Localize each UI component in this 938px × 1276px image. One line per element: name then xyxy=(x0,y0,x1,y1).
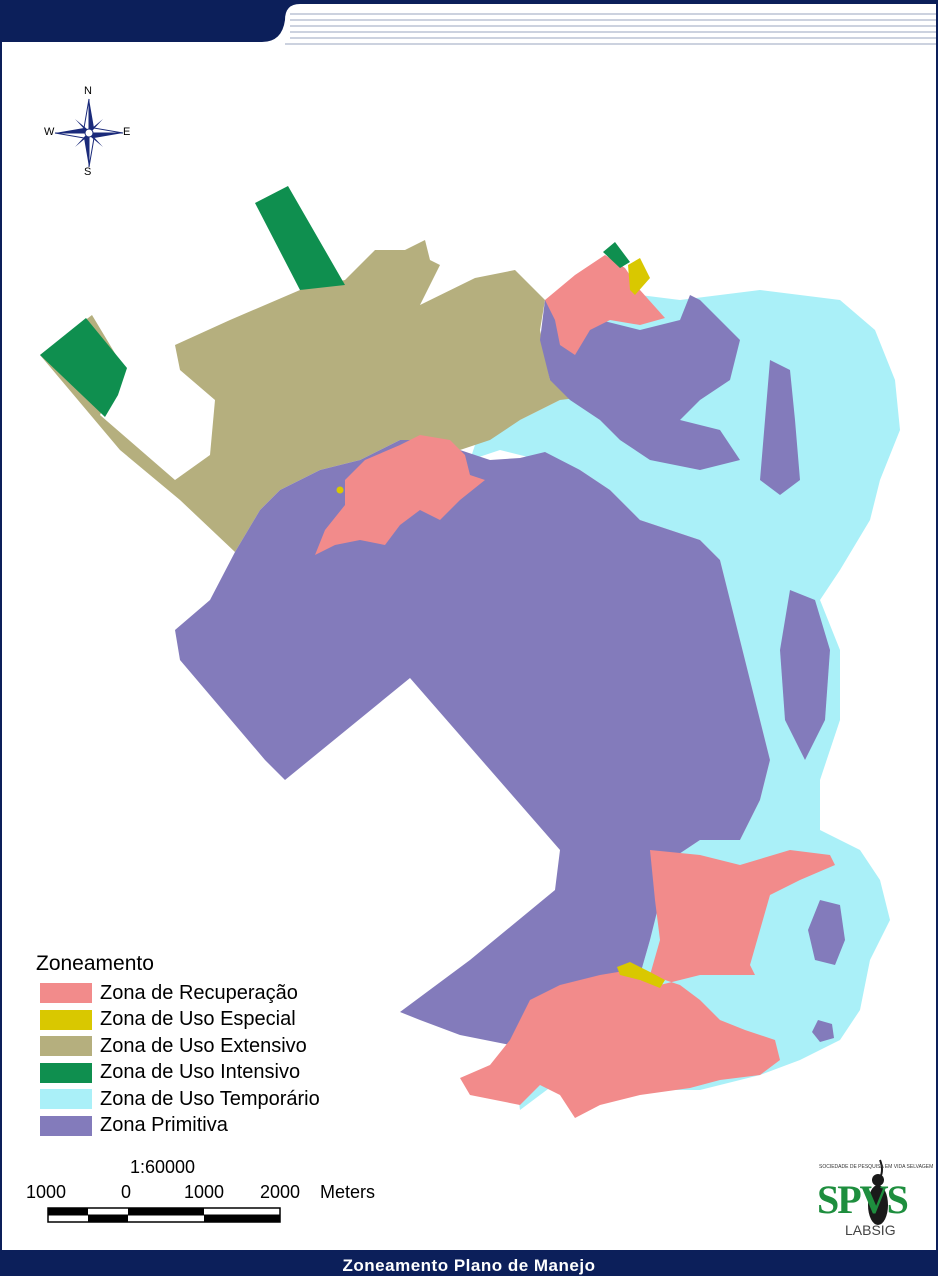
scale-tick-label: 0 xyxy=(121,1182,132,1202)
legend-label: Zona de Uso Extensivo xyxy=(100,1034,307,1057)
scale-ratio: 1:60000 xyxy=(130,1157,196,1177)
compass-west-label: W xyxy=(44,126,55,138)
zone-primitiva-islet-4 xyxy=(812,1020,834,1042)
north-arrow-icon xyxy=(54,98,124,168)
header-bar xyxy=(0,0,938,42)
zone-uso-intensivo-n xyxy=(255,186,345,290)
zone-primitiva-islet-3 xyxy=(808,900,845,965)
zone-recuperacao-west xyxy=(315,435,485,555)
logo-organization-text: SOCIEDADE DE PESQUISA EM VIDA SELVAGEM xyxy=(819,1164,934,1170)
scale-tick-label: 1000 xyxy=(26,1182,67,1202)
compass-south-label: S xyxy=(84,166,92,178)
scale-tick-label: 1000 xyxy=(184,1182,225,1202)
header-stripes xyxy=(285,13,938,45)
spvs-logo: SOCIEDADE DE PESQUISA EM VIDA SELVAGEM S… xyxy=(815,1150,935,1242)
scale-unit-label: Meters xyxy=(320,1182,376,1202)
legend-label: Zona de Uso Temporário xyxy=(100,1087,320,1110)
logo-acronym: SPVS xyxy=(817,1177,909,1222)
zone-uso-especial-point xyxy=(336,486,344,494)
legend-label: Zona de Uso Especial xyxy=(100,1008,296,1031)
zone-uso-especial-ne xyxy=(628,258,650,295)
zone-recuperacao-south xyxy=(460,850,835,1118)
zone-uso-intensivo-nw xyxy=(40,318,127,417)
logo-lab-name: LABSIG xyxy=(845,1222,896,1238)
legend-swatch-primitiva xyxy=(40,1115,92,1136)
legend-swatch-uso-extensivo xyxy=(40,1036,92,1057)
zone-uso-extensivo xyxy=(40,240,600,552)
legend-item: Zona de Uso Extensivo xyxy=(36,1033,320,1060)
zone-uso-intensivo-ne xyxy=(603,242,630,268)
legend-item: Zona de Uso Temporário xyxy=(36,1086,320,1113)
legend-swatch-uso-intensivo xyxy=(40,1062,92,1083)
legend-label: Zona Primitiva xyxy=(100,1114,228,1137)
compass-east-label: E xyxy=(123,126,131,138)
zone-uso-especial-south xyxy=(617,962,665,988)
legend-swatch-recuperacao xyxy=(40,983,92,1004)
legend-item: Zona de Recuperação xyxy=(36,980,320,1007)
legend-item: Zona Primitiva xyxy=(36,1113,320,1140)
map-title: Zoneamento Plano de Manejo xyxy=(342,1256,596,1275)
legend: Zoneamento Zona de Recuperação Zona de U… xyxy=(36,952,320,1139)
zone-recuperacao-north xyxy=(545,255,665,355)
scale-tick-label: 2000 xyxy=(260,1182,301,1202)
legend-title: Zoneamento xyxy=(36,952,154,975)
lemur-logo-icon xyxy=(868,1159,888,1225)
zone-uso-temporario xyxy=(470,290,900,1110)
zone-primitiva xyxy=(175,440,770,1060)
zone-primitiva-ne xyxy=(540,295,740,470)
legend-swatch-uso-temporario xyxy=(40,1089,92,1110)
zone-primitiva-islet-1 xyxy=(760,360,800,495)
legend-label: Zona de Uso Intensivo xyxy=(100,1061,301,1084)
zone-primitiva-islet-2 xyxy=(780,590,830,760)
legend-item: Zona de Uso Especial xyxy=(36,1007,320,1034)
compass-north-label: N xyxy=(84,85,92,97)
legend-label: Zona de Recuperação xyxy=(100,981,298,1004)
scale-bar xyxy=(47,1207,281,1223)
footer-bar xyxy=(0,1250,938,1276)
legend-swatch-uso-especial xyxy=(40,1009,92,1030)
legend-item: Zona de Uso Intensivo xyxy=(36,1060,320,1087)
